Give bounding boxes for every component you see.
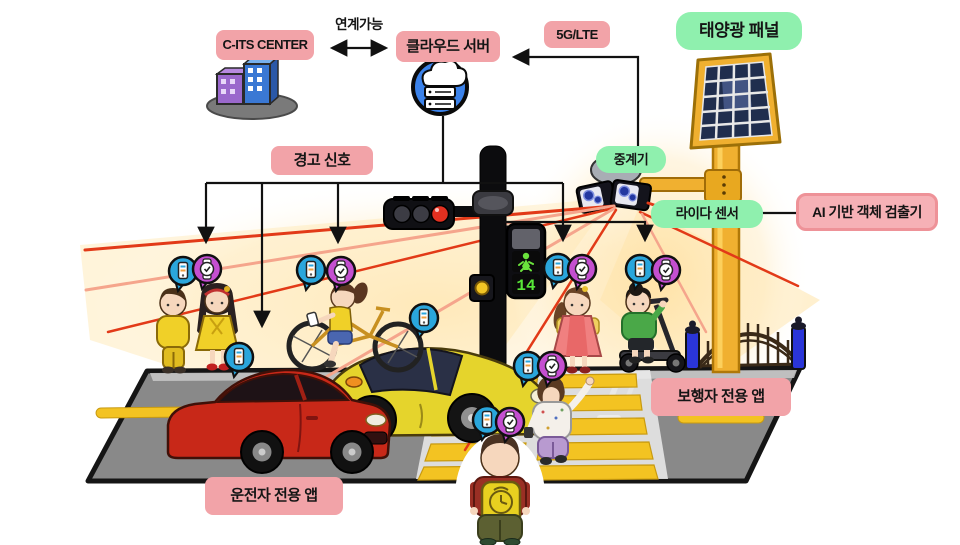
connection-lines (197, 39, 796, 329)
cloud-server-icon (411, 58, 469, 116)
kid-boy (156, 288, 190, 374)
solar-panel-pole (639, 52, 782, 374)
solar-panel-icon (689, 52, 782, 150)
label-repeater: 중계기 (596, 146, 666, 173)
traffic-signal-pole: 14 (383, 145, 547, 374)
label-lidar-sensor: 라이다 센서 (651, 200, 763, 228)
vehicle-signal-icon (383, 196, 455, 230)
label-solar-panel: 태양광 패널 (676, 12, 802, 50)
label-driver-app: 운전자 전용 앱 (205, 477, 343, 515)
label-cloud-server: 클라우드 서버 (396, 31, 500, 62)
crossing-girl (524, 376, 595, 465)
label-warning-signal: 경고 신호 (271, 146, 373, 175)
pedestrian-signal-icon: 14 (505, 222, 547, 300)
label-linkable: 연계가능 (335, 16, 383, 32)
backpack-boy (455, 424, 545, 545)
pink-dress-girl (551, 286, 603, 374)
city-buildings-icon (206, 55, 298, 120)
label-ai-detector: AI 기반 객체 검출기 (796, 193, 938, 231)
label-5g-lte: 5G/LTE (544, 21, 610, 48)
label-cits-center: C-ITS CENTER (216, 30, 314, 60)
signal-countdown: 14 (516, 277, 536, 295)
label-pedestrian-app: 보행자 전용 앱 (651, 378, 791, 416)
kid-girl (194, 283, 240, 371)
red-car (166, 368, 392, 474)
